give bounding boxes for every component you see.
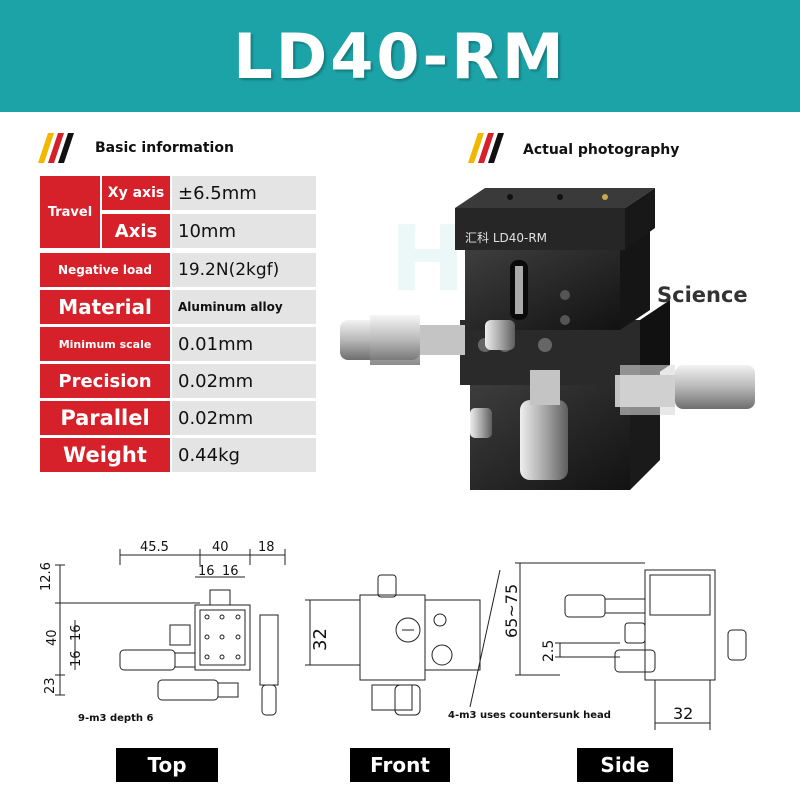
note-4-m3: 4-m3 uses countersunk head [448, 710, 611, 721]
spec-label-weight: Weight [40, 438, 170, 472]
note-9-m3: 9-m3 depth 6 [78, 713, 153, 724]
dim-side-65-75: 65~75 [502, 584, 521, 638]
spec-value-material: Aluminum alloy [172, 290, 316, 324]
stripes-icon [38, 133, 74, 163]
spec-value-xy: ±6.5mm [172, 176, 316, 210]
dim-front-32: 32 [310, 628, 331, 651]
dim-top-45-5: 45.5 [140, 540, 169, 555]
spec-label-travel: Travel [40, 176, 100, 248]
dim-top-16a: 16 [198, 564, 215, 579]
spec-value-load: 19.2N(2kgf) [172, 253, 316, 287]
photo-overlay-text: Science [657, 283, 748, 307]
spec-label-material: Material [40, 290, 170, 324]
page-title: LD40-RM [233, 19, 567, 93]
technical-drawings: 45.5 40 18 16 16 12.6 16 16 40 23 9-m3 d… [39, 540, 747, 730]
dim-top-40v: 40 [45, 629, 60, 646]
dim-top-12-6: 12.6 [39, 562, 54, 591]
view-label-side: Side [577, 748, 673, 782]
spec-label-precision: Precision [40, 364, 170, 398]
stripes-icon [468, 133, 504, 163]
view-label-front: Front [350, 748, 450, 782]
spec-label-parallel: Parallel [40, 401, 170, 435]
section-basic-info: Basic information [95, 140, 234, 156]
spec-label-xy: Xy axis [102, 176, 170, 210]
dim-top-40: 40 [212, 540, 229, 555]
dim-side-32: 32 [673, 704, 693, 723]
product-photo: H 汇科 LD40-RM Science [340, 188, 755, 490]
svg-text:H: H [390, 207, 465, 312]
dim-side-2-5: 2.5 [541, 640, 557, 662]
spec-value-weight: 0.44kg [172, 438, 316, 472]
spec-value-min-scale: 0.01mm [172, 327, 316, 361]
dim-top-23: 23 [43, 677, 58, 694]
dim-top-18: 18 [258, 540, 275, 555]
spec-label-load: Negative load [40, 253, 170, 287]
spec-value-parallel: 0.02mm [172, 401, 316, 435]
section-actual-photo: Actual photography [523, 142, 680, 158]
plate-label: 汇科 LD40-RM [465, 231, 547, 245]
header-banner: LD40-RM [0, 0, 800, 112]
view-label-top: Top [116, 748, 218, 782]
spec-label-axis: Axis [102, 214, 170, 248]
dim-top-16c: 16 [69, 624, 84, 641]
dim-top-16b: 16 [222, 564, 239, 579]
dim-top-16d: 16 [69, 650, 84, 667]
spec-value-axis: 10mm [172, 214, 316, 248]
spec-label-min-scale: Minimum scale [40, 327, 170, 361]
spec-value-precision: 0.02mm [172, 364, 316, 398]
